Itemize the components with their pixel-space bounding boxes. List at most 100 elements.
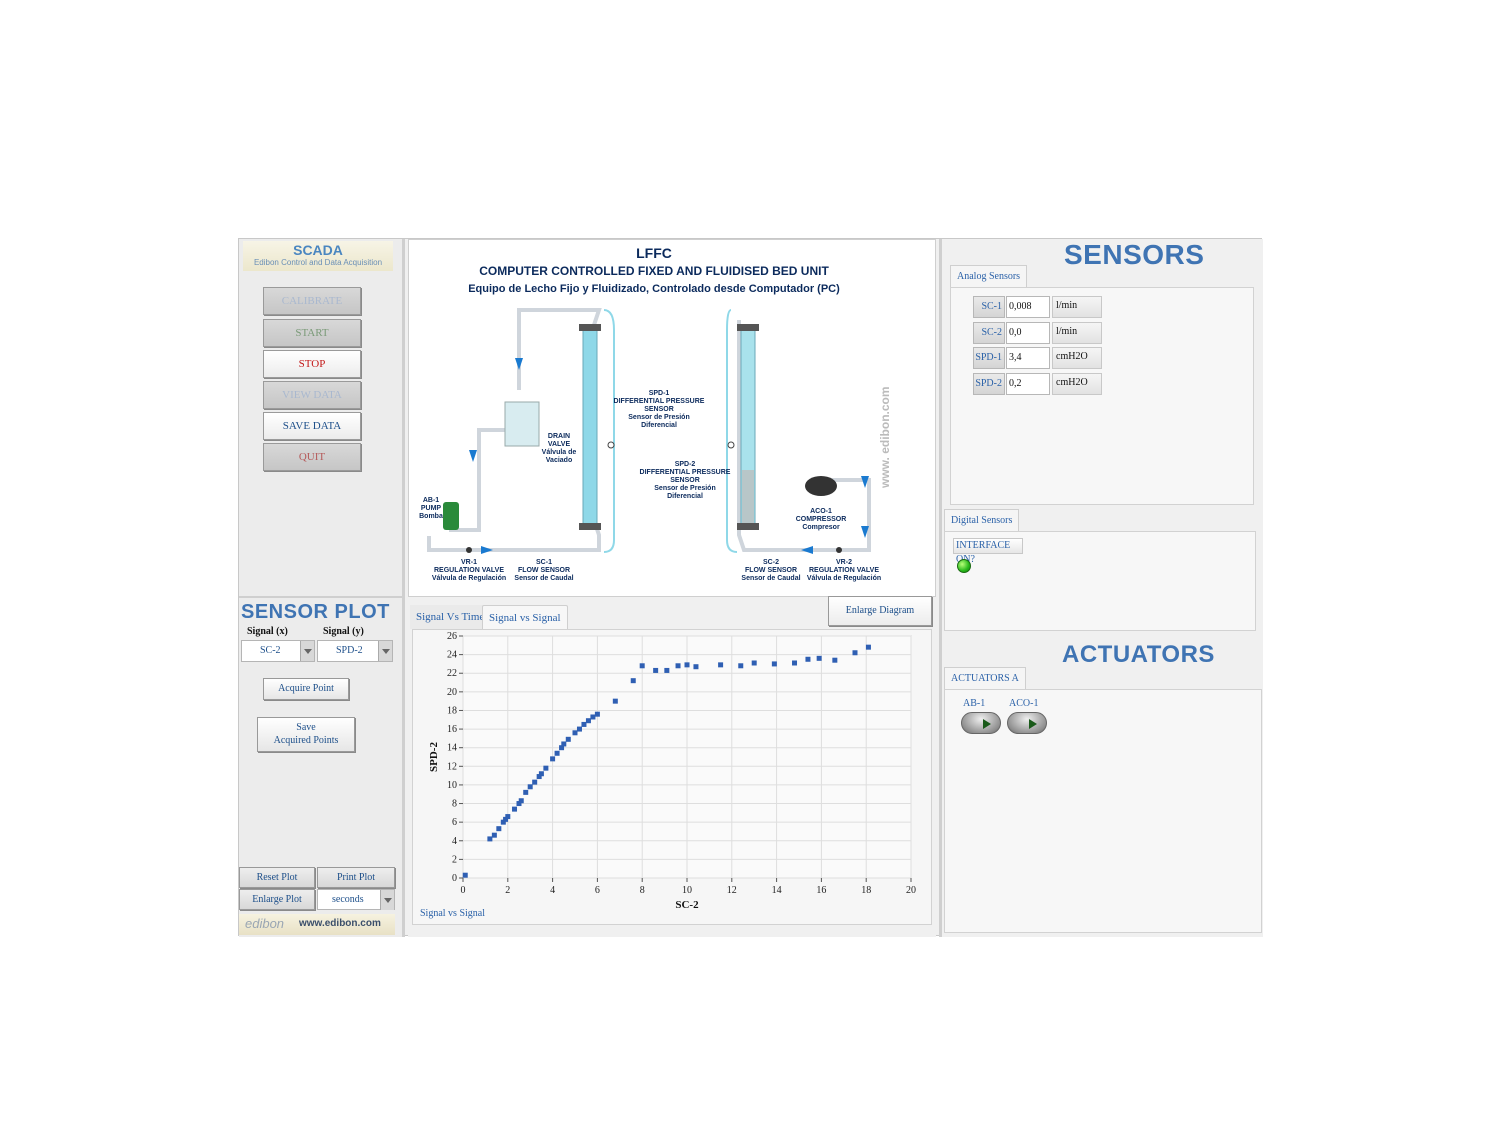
label-sc2-1: FLOW SENSOR <box>745 567 797 574</box>
label-sc1-0: SC-1 <box>536 559 552 566</box>
reset-plot-button[interactable]: Reset Plot <box>239 867 315 888</box>
column-flange <box>579 523 601 530</box>
data-point <box>561 741 567 747</box>
data-point <box>565 736 571 742</box>
sensor-unit: l/min <box>1052 322 1102 344</box>
data-point <box>518 798 524 804</box>
sensor-label: SPD-2 <box>973 373 1005 395</box>
x-tick-label: 0 <box>461 885 466 896</box>
y-tick-label: 6 <box>452 817 457 828</box>
pipes <box>427 308 871 552</box>
label-ab1-2: Bomba <box>419 513 443 520</box>
x-tick-label: 6 <box>595 885 600 896</box>
diagram-title-en: COMPUTER CONTROLLED FIXED AND FLUIDISED … <box>479 264 829 278</box>
divider <box>239 596 405 598</box>
water-line-left <box>603 309 615 553</box>
interface-led-icon <box>957 559 971 573</box>
tab-actuators-a[interactable]: ACTUATORS A <box>944 667 1026 689</box>
enlarge-plot-button[interactable]: Enlarge Plot <box>239 889 315 910</box>
acquire-point-button[interactable]: Acquire Point <box>263 678 349 700</box>
data-point <box>693 664 699 670</box>
x-tick-label: 20 <box>906 885 916 896</box>
signal-y-select[interactable]: SPD-2 <box>317 640 393 662</box>
data-point <box>653 667 659 673</box>
column-flange <box>737 324 759 331</box>
data-point <box>559 745 565 751</box>
center-panel: LFFC COMPUTER CONTROLLED FIXED AND FLUID… <box>408 239 936 937</box>
save-acquired-line2: Acquired Points <box>273 735 339 746</box>
view-data-button[interactable]: VIEW DATA <box>263 381 361 409</box>
actuator-ab1-toggle[interactable] <box>961 712 1001 734</box>
tab-signal-vs-signal[interactable]: Signal vs Signal <box>482 605 568 629</box>
sensors-title: SENSORS <box>1064 239 1205 270</box>
chevron-down-icon[interactable] <box>378 641 392 661</box>
sensor-label-text: SPD-1 <box>975 352 1002 363</box>
data-point <box>496 826 502 832</box>
chevron-down-icon[interactable] <box>300 641 314 661</box>
start-button[interactable]: START <box>263 319 361 347</box>
label-aco1-1: COMPRESSOR <box>796 516 847 523</box>
data-point <box>536 774 542 780</box>
data-point <box>585 718 591 724</box>
stop-button[interactable]: STOP <box>263 350 361 378</box>
label-drain-3: Vaciado <box>546 457 572 464</box>
data-point <box>792 660 798 666</box>
flow-arrows <box>469 358 869 554</box>
save-acquired-points-button[interactable]: Save Acquired Points <box>257 717 355 752</box>
data-point <box>512 806 518 812</box>
actuator-label: AB-1 <box>963 698 986 709</box>
scada-window: SCADA Edibon Control and Data Acquisitio… <box>238 238 1263 937</box>
x-tick-label: 10 <box>682 885 692 896</box>
time-unit-select[interactable]: seconds <box>317 889 395 910</box>
sensor-label: SC-2 <box>973 322 1005 344</box>
data-point <box>816 655 822 661</box>
actuators-box: AB-1 ACO-1 <box>944 689 1262 933</box>
edibon-logo: edibon <box>245 916 284 931</box>
enlarge-diagram-button[interactable]: Enlarge Diagram <box>828 596 932 626</box>
y-tick-label: 14 <box>447 743 457 754</box>
x-tick-label: 16 <box>816 885 826 896</box>
label-aco1-0: ACO-1 <box>810 508 832 515</box>
label-sc2-2: Sensor de Caudal <box>741 575 800 582</box>
x-tick-label: 18 <box>861 885 871 896</box>
sensor-unit: l/min <box>1052 296 1102 318</box>
signal-x-value: SC-2 <box>260 645 281 656</box>
x-tick-label: 8 <box>640 885 645 896</box>
signal-y-label: Signal (y) <box>323 626 364 637</box>
actuator-label: ACO-1 <box>1009 698 1039 709</box>
tab-signal-vs-time[interactable]: Signal Vs Time <box>410 605 491 629</box>
data-point <box>751 660 757 666</box>
tab-analog-sensors[interactable]: Analog Sensors <box>950 265 1028 287</box>
label-spd1-4: Diferencial <box>641 422 677 429</box>
label-spd2-4: Diferencial <box>667 493 703 500</box>
data-point <box>503 816 509 822</box>
data-point <box>865 644 871 650</box>
data-point <box>516 801 522 807</box>
tab-digital-sensors[interactable]: Digital Sensors <box>944 509 1020 531</box>
data-point <box>684 662 690 668</box>
actuator-aco1-toggle[interactable] <box>1007 712 1047 734</box>
sensor-spd1 <box>607 441 615 449</box>
chevron-down-icon[interactable] <box>380 890 394 910</box>
diagram-code: LFFC <box>636 245 672 261</box>
y-tick-label: 18 <box>447 705 457 716</box>
calibrate-button[interactable]: CALIBRATE <box>263 287 361 315</box>
signal-x-label: Signal (x) <box>247 626 288 637</box>
save-data-button[interactable]: SAVE DATA <box>263 412 361 440</box>
arrow-left-icon <box>801 546 813 554</box>
interface-on-label: INTERFACE ON? <box>953 538 1023 565</box>
data-point <box>550 756 556 762</box>
actuator-aco1: ACO-1 <box>1007 698 1049 738</box>
data-point <box>738 663 744 669</box>
save-acquired-line1: Save <box>296 722 316 733</box>
arrow-down-icon <box>469 450 477 462</box>
label-sc1-2: Sensor de Caudal <box>514 575 573 582</box>
y-tick-label: 2 <box>452 854 457 865</box>
label-ab1-1: PUMP <box>421 505 442 512</box>
valve-vr2 <box>836 547 842 553</box>
print-plot-button[interactable]: Print Plot <box>317 867 395 888</box>
y-tick-label: 24 <box>447 650 457 661</box>
signal-x-select[interactable]: SC-2 <box>241 640 315 662</box>
quit-button[interactable]: QUIT <box>263 443 361 471</box>
